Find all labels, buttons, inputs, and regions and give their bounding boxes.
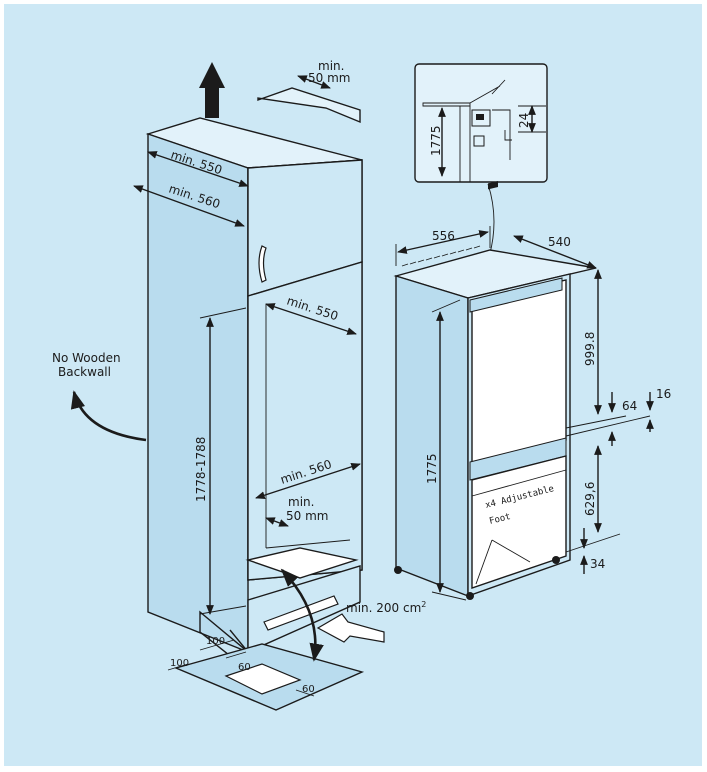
vent-plate-hole — [224, 663, 302, 695]
kitchen-cabinet — [70, 62, 385, 711]
door-handle — [258, 245, 267, 283]
detail-24-label: 24 — [517, 113, 531, 128]
fridge-width-label: 556 — [432, 229, 455, 243]
fridge-lower-door — [471, 455, 567, 589]
vent-60-right: 60 — [302, 684, 315, 695]
gap-16-label: 16 — [656, 387, 671, 401]
cabinet-side — [147, 133, 249, 654]
airflow-up-arrow — [199, 62, 225, 118]
backwall-pointer-arrow — [70, 390, 147, 442]
backwall-label-2: Backwall — [58, 365, 111, 379]
fridge-height-label: 1775 — [425, 453, 439, 484]
niche-back-edge — [265, 304, 351, 549]
fridge-side — [395, 275, 469, 598]
air-intake-arrow — [316, 613, 385, 643]
cabinet-rear-rim — [257, 87, 361, 124]
detail-inset: 1775 24 — [414, 63, 548, 317]
foot-34-label: 34 — [590, 557, 605, 571]
gap-64-label: 64 — [622, 399, 637, 413]
niche-opening — [247, 261, 363, 581]
rear-gap-label-2: 50 mm — [286, 509, 328, 523]
backwall-label-1: No Wooden — [52, 351, 121, 365]
vent-100-left: 100 — [170, 658, 189, 669]
lower-door-label: 629,6 — [583, 482, 597, 516]
top-gap-label-1: min. — [318, 59, 344, 73]
vent-60-inner: 60 — [238, 662, 251, 673]
airflow-curve-arrow — [280, 568, 324, 662]
detail-1775-label: 1775 — [429, 125, 443, 156]
ventilation-label: min. 200 cm2 — [346, 600, 426, 615]
niche-height-label: 1778-1788 — [194, 437, 208, 502]
upper-door-label: 999.8 — [583, 332, 597, 366]
fridge-upper-hinge — [469, 277, 563, 313]
fridge-dimensions: 556 540 999.8 64 16 629,6 34 1775 x4 Adj… — [395, 226, 671, 601]
top-gap-label-2: 50 mm — [308, 71, 350, 85]
fridge-depth-label: 540 — [548, 235, 571, 249]
rear-gap-label-1: min. — [288, 495, 314, 509]
vent-100-top: 100 — [206, 636, 225, 647]
